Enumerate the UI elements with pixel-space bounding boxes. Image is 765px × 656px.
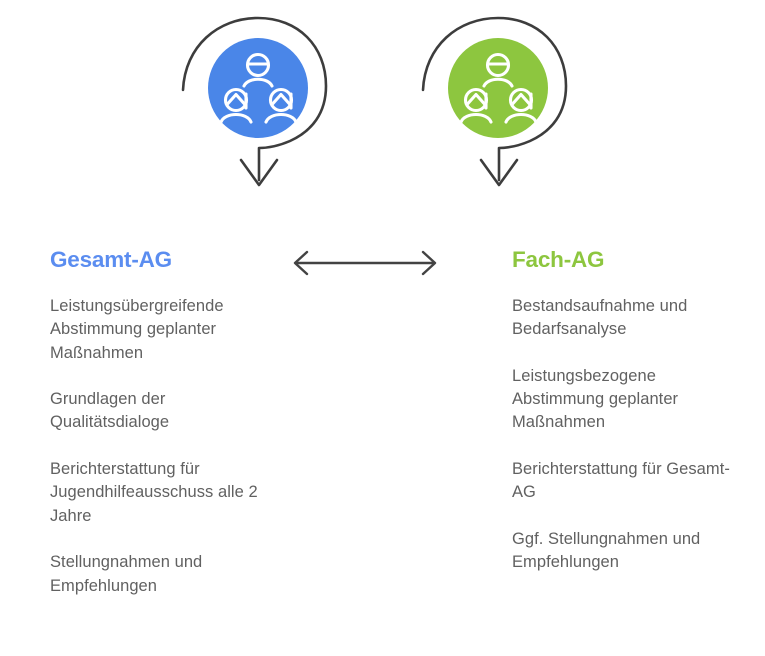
- list-item: Berichterstattung für Jugendhilfeausschu…: [50, 459, 258, 525]
- three-people-group-icon: [219, 52, 298, 124]
- badge-gesamt-ag: [180, 8, 340, 198]
- bullet-list-gesamt-ag: Leistungsübergreifende Abstimmung geplan…: [50, 295, 285, 598]
- list-item: Stellungnahmen und Empfehlungen: [50, 553, 203, 595]
- bullet-list-fach-ag: Bestandsaufnahme und Bedarfsanalyse Leis…: [512, 295, 747, 575]
- badge-circle-gesamt-ag: [208, 38, 308, 138]
- column-title-gesamt-ag: Gesamt-AG: [50, 247, 172, 272]
- column-fach-ag: Fach-AG Bestandsaufnahme und Bedarfsanal…: [512, 247, 747, 575]
- column-title-fach-ag: Fach-AG: [512, 247, 605, 272]
- badge-circle-fach-ag: [448, 38, 548, 138]
- three-people-group-icon: [459, 52, 538, 124]
- list-item: Leistungsbezogene Abstimmung geplanter M…: [512, 366, 679, 432]
- list-item: Leistungsübergreifende Abstimmung geplan…: [50, 296, 224, 362]
- double-headed-arrow-icon: [293, 250, 437, 276]
- swoosh-arrow-icon: [421, 16, 568, 187]
- swoosh-arrow-icon: [181, 16, 328, 187]
- list-item: Ggf. Stellungnahmen und Empfehlungen: [512, 529, 701, 572]
- list-item: Bestandsaufnahme und Bedarfsanalyse: [512, 296, 688, 339]
- list-item: Berichterstattung für Gesamt-AG: [512, 459, 730, 502]
- badge-fach-ag: [420, 8, 580, 198]
- column-gesamt-ag: Gesamt-AG Leistungsübergreifende Abstimm…: [50, 247, 285, 598]
- badge-gesamt-ag-graphic: [181, 16, 328, 187]
- connector-double-arrow: [285, 243, 445, 283]
- badge-fach-ag-graphic: [421, 16, 568, 187]
- list-item: Grundlagen der Qualitätsdialoge: [50, 390, 170, 432]
